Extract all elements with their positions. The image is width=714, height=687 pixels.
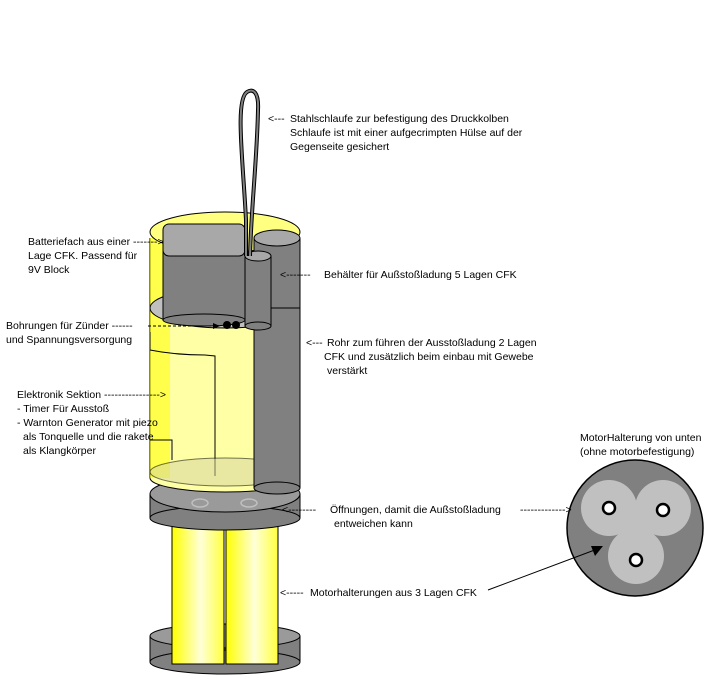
- motor-tube-right: [225, 521, 279, 665]
- label-line: MotorHalterung von unten: [580, 432, 702, 444]
- label-arrow: <---: [268, 113, 285, 125]
- label-oeffnungen: <-------- Öffnungen, damit die Außstoßla…: [282, 503, 572, 531]
- label-line: Batteriefach aus einer ------->: [28, 236, 164, 248]
- label-line: Elektronik Sektion ---------------->: [17, 389, 167, 401]
- label-motorhalterungen: <----- Motorhalterungen aus 3 Lagen CFK: [280, 586, 477, 600]
- motor-mount-bottom-view: [566, 459, 704, 597]
- label-arrow: <--------: [282, 504, 317, 516]
- label-line: als Klangkörper: [23, 445, 96, 457]
- motor-tube-left: [171, 521, 225, 665]
- label-line: Öffnungen, damit die Außstoßladung: [330, 504, 501, 516]
- label-batteriefach: Batteriefach aus einer -------> Lage CFK…: [28, 235, 164, 277]
- label-behaelter: <------- Behälter für Außstoßladung 5 La…: [280, 268, 517, 282]
- label-stahlschlaufe: <--- Stahlschlaufe zur befestigung des D…: [268, 112, 522, 154]
- label-line: 9V Block: [28, 264, 70, 276]
- label-arrow: <---: [306, 337, 323, 349]
- label-line: und Spannungsversorgung: [6, 334, 133, 346]
- vent-hole: [191, 498, 209, 508]
- label-line: als Tonquelle und die rakete: [23, 431, 154, 443]
- vent-hole: [240, 498, 258, 508]
- label-line: - Timer Für Ausstoß: [17, 403, 110, 415]
- label-arrow: <-----: [280, 587, 304, 599]
- wiring: [149, 332, 216, 476]
- label-line: Schlaufe ist mit einer aufgecrimpten Hül…: [290, 127, 523, 139]
- steel-loop: [238, 88, 261, 257]
- label-line: (ohne motorbefestigung): [580, 446, 695, 458]
- label-line: Motorhalterungen aus 3 Lagen CFK: [310, 587, 477, 599]
- leader-arrow: [487, 546, 603, 591]
- label-line: Bohrungen für Zünder ------: [6, 320, 133, 332]
- guide-tube: [253, 307, 301, 495]
- label-line: - Warnton Generator mit piezo: [17, 417, 158, 429]
- label-rohr: <--- Rohr zum führen der Ausstoßladung 2…: [306, 336, 537, 378]
- label-line: entweichen kann: [334, 518, 413, 530]
- label-line: Gegenseite gesichert: [290, 141, 390, 153]
- ignition-hole: [232, 321, 240, 329]
- label-trailing-arrow: ------------->: [520, 504, 572, 516]
- label-bohrungen: Bohrungen für Zünder ------ und Spannung…: [6, 319, 133, 347]
- label-line: Behälter für Außstoßladung 5 Lagen CFK: [324, 269, 517, 281]
- ignition-hole: [223, 321, 231, 329]
- label-line: Lage CFK. Passend für: [28, 250, 138, 262]
- label-motorhalterung-unten: MotorHalterung von unten (ohne motorbefe…: [580, 431, 701, 459]
- label-arrow: <-------: [280, 269, 311, 281]
- label-line: Rohr zum führen der Ausstoßladung 2 Lage…: [327, 337, 537, 349]
- label-line: CFK und zusätzlich beim einbau mit Geweb…: [324, 351, 534, 363]
- label-line: verstärkt: [327, 365, 368, 377]
- label-elektronik: Elektronik Sektion ----------------> - T…: [17, 388, 166, 458]
- label-line: Stahlschlaufe zur befestigung des Druckk…: [290, 113, 509, 125]
